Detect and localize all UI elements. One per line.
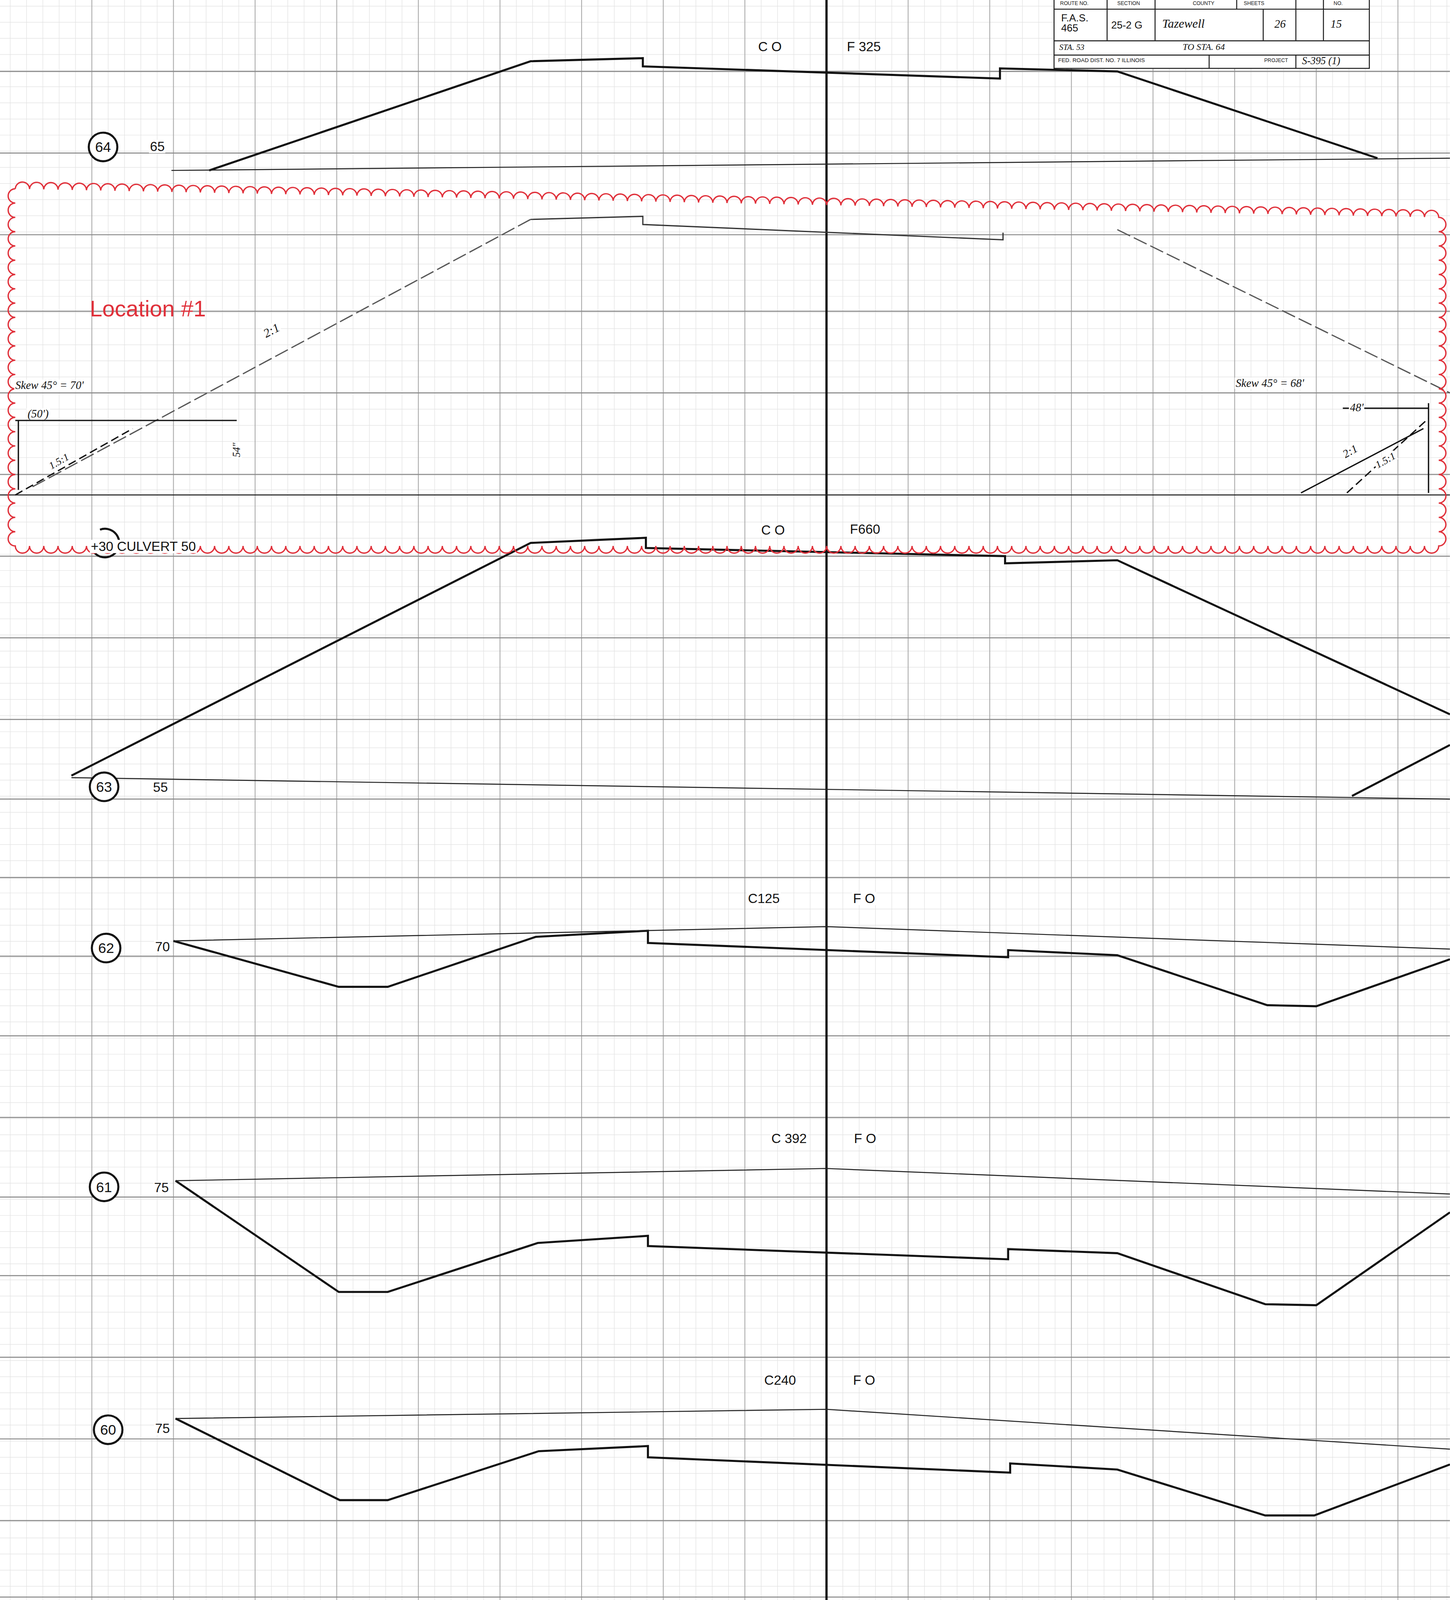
section-annotation: F O — [852, 1373, 877, 1387]
station-number: 63 — [88, 771, 120, 803]
culvert-line — [15, 419, 237, 421]
faded-template — [530, 216, 1004, 240]
section-annotation: F 325 — [845, 39, 882, 54]
section-annotation: C125 — [746, 891, 781, 906]
title-block-cell: TO STA. 64 — [1181, 42, 1226, 53]
title-block-cell: F.A.S. 465 — [1060, 13, 1093, 34]
section-annotation: (50') — [26, 408, 50, 420]
station-number: 61 — [88, 1171, 120, 1203]
section-annotation: F660 — [848, 522, 882, 536]
section-annotation: 65 — [148, 139, 166, 154]
culvert-slope — [15, 428, 133, 495]
station-number: 62 — [90, 932, 122, 964]
ground-line — [173, 926, 1450, 950]
ground-line — [0, 494, 1450, 496]
title-block-cell: S-395 (1) — [1301, 56, 1342, 67]
title-block-cell: 25-2 G — [1110, 20, 1144, 31]
title-block-cell: ROUTE NO. — [1058, 0, 1090, 6]
culvert-line — [17, 420, 19, 490]
culvert-line — [1301, 428, 1424, 493]
faded-template — [1117, 229, 1450, 393]
section-annotation: C240 — [763, 1373, 797, 1387]
revision-cloud: Location #1 — [15, 188, 1439, 546]
station-label: 62 — [98, 940, 115, 955]
title-block — [1053, 0, 1370, 69]
section-annotation: 75 — [153, 1180, 170, 1195]
template-line — [175, 1180, 1450, 1306]
section-annotation: F O — [852, 1131, 878, 1145]
section-annotation: 55 — [151, 780, 169, 794]
title-block-cell: STA. 53 — [1058, 44, 1086, 53]
title-block-cell: Tazewell — [1161, 17, 1206, 30]
title-block-cell: 15 — [1329, 18, 1344, 30]
cloud-outline — [15, 188, 1439, 546]
title-block-cell: PROJECT — [1263, 58, 1290, 64]
section-annotation: Skew 45° = 70' — [14, 379, 85, 392]
station-label: 64 — [95, 139, 112, 154]
section-annotation: F O — [852, 891, 877, 906]
ground-line — [175, 1409, 1450, 1450]
station-label: 60 — [100, 1422, 117, 1437]
faded-template — [30, 219, 531, 488]
section-annotation: C O — [757, 39, 783, 54]
title-block-cell: COUNTY — [1191, 0, 1216, 6]
ground-line — [71, 777, 1450, 799]
section-annotation: 2:1 — [260, 320, 283, 340]
title-block-cell: FED. ROAD DIST. NO. 7 ILLINOIS — [1057, 58, 1147, 64]
section-annotation: +30 CULVERT 50 — [89, 539, 197, 554]
section-annotation: Skew 45° = 68' — [1234, 377, 1306, 389]
culvert-slope — [1346, 418, 1429, 493]
cross-sections — [0, 58, 1450, 1516]
section-annotation: 48' — [1348, 401, 1365, 414]
section-annotation: 75 — [153, 1421, 171, 1435]
section-annotation: 54" — [231, 441, 242, 459]
station-label: 63 — [96, 779, 113, 794]
culvert-line — [1427, 403, 1430, 493]
title-block-cell: 26 — [1273, 18, 1287, 30]
ground-line — [175, 1168, 1450, 1195]
title-block-cell: NO. — [1332, 0, 1344, 6]
template-line — [71, 537, 1450, 776]
location-label: Location #1 — [89, 297, 207, 321]
title-block-cell: SECTION — [1116, 0, 1142, 6]
title-block-cell: SHEETS — [1242, 0, 1266, 6]
station-label: 61 — [96, 1179, 113, 1194]
section-annotation: C O — [760, 523, 786, 538]
template-line — [209, 58, 1378, 171]
station-number: 64 — [87, 131, 119, 163]
template-line — [1351, 744, 1450, 796]
section-annotation: C 392 — [770, 1131, 808, 1145]
station-number: 60 — [92, 1414, 124, 1445]
template-line — [175, 1418, 1450, 1516]
section-annotation: 70 — [153, 939, 171, 954]
ground-line — [171, 158, 1450, 171]
